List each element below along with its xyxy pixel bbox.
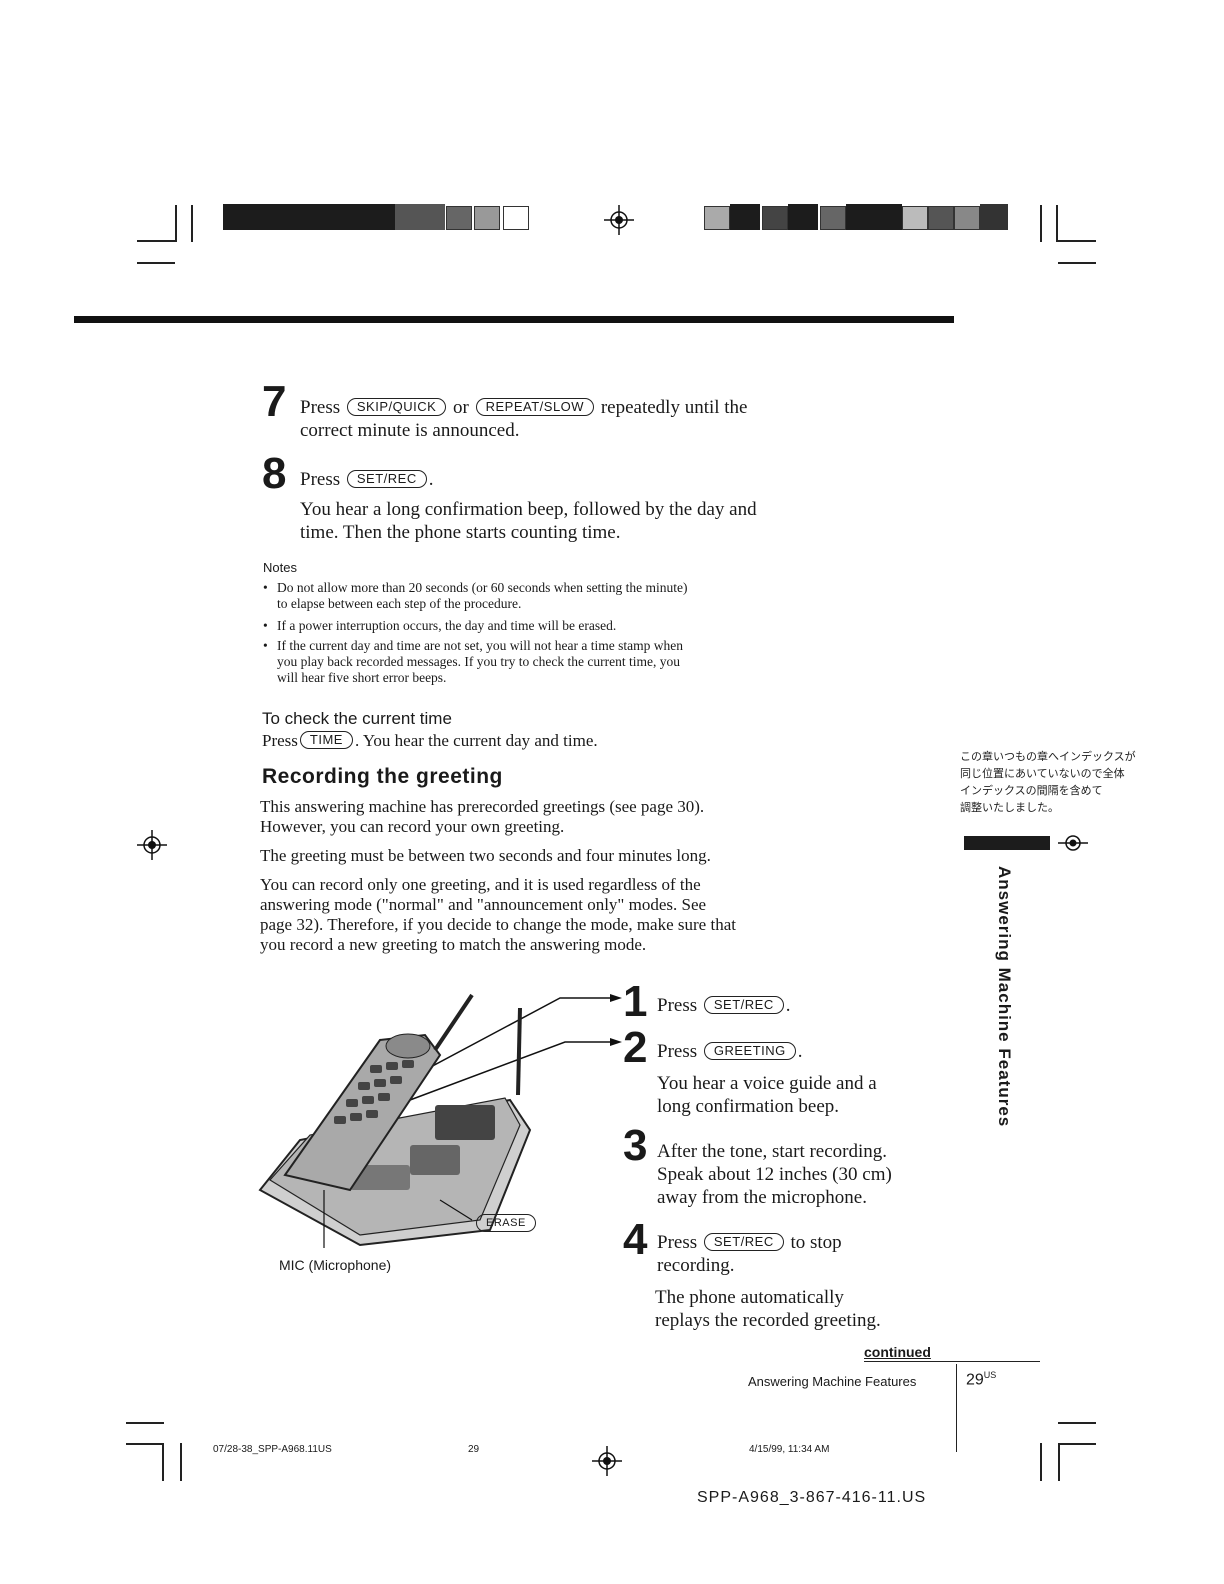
step-7-pre: Press — [300, 397, 341, 418]
step-7-post: repeatedly until the — [600, 397, 748, 418]
handwritten-note-line-1: この章いつもの章へインデックスが — [960, 750, 1136, 763]
note-2: If a power interruption occurs, the day … — [263, 618, 857, 634]
handwritten-note: この章いつもの章へインデックスが 同じ位置にあいていないので全体 インデックスの… — [960, 748, 1160, 816]
step-2-body-line-2: long confirmation beep. — [657, 1096, 840, 1117]
page-number: 29US — [966, 1370, 996, 1389]
set-rec-key-step-1: SET/REC — [703, 996, 784, 1014]
step-1-number: 1 — [623, 977, 648, 1026]
print-page-number: 29 — [468, 1444, 480, 1455]
step-2-post: . — [797, 1041, 803, 1062]
time-key: TIME — [299, 731, 353, 749]
note-3-line-3: will hear five short error beeps. — [277, 670, 447, 685]
check-time-pre: Press — [262, 731, 298, 750]
print-date: 4/15/99, 11:34 AM — [749, 1444, 830, 1455]
handwritten-note-line-4: 調整いたしました。 — [960, 801, 1059, 814]
page-number-value: 29 — [966, 1371, 984, 1389]
step-8-post: . — [428, 469, 434, 490]
registration-mark-bottom-icon — [592, 1446, 622, 1476]
page-number-suffix: US — [983, 1370, 997, 1380]
step-8-text: Press SET/REC. — [300, 468, 433, 491]
step-7-line2: correct minute is announced. — [300, 420, 520, 441]
set-rec-key: SET/REC — [346, 470, 427, 488]
note-3-line-2: you play back recorded messages. If you … — [277, 654, 680, 669]
step-1-text: Press SET/REC. — [657, 994, 790, 1017]
step-2-text: Press GREETING. — [657, 1040, 803, 1063]
greeting-p3-line-4: you record a new greeting to match the a… — [260, 935, 647, 954]
step-4-body-line-1: The phone automatically — [655, 1287, 844, 1308]
step-3-line-3: away from the microphone. — [657, 1187, 867, 1208]
step-8-body-line-2: time. Then the phone starts counting tim… — [300, 522, 621, 543]
step-7-number: 7 — [262, 377, 287, 426]
step-3-number: 3 — [623, 1121, 648, 1170]
header-rule — [74, 316, 954, 323]
step-2-pre: Press — [657, 1041, 698, 1062]
step-1-pre: Press — [657, 995, 698, 1016]
set-rec-key-step-4: SET/REC — [703, 1233, 784, 1251]
skip-quick-key: SKIP/QUICK — [346, 398, 447, 416]
step-2-body-line-1: You hear a voice guide and a — [657, 1073, 877, 1094]
greeting-p1-line-1: This answering machine has prerecorded g… — [260, 797, 705, 816]
step-7-mid: or — [453, 397, 469, 418]
step-8-number: 8 — [262, 449, 287, 498]
step-2-body: You hear a voice guide and a long confir… — [657, 1072, 937, 1118]
side-tab-label: Answering Machine Features — [995, 866, 1014, 1128]
step-8-pre: Press — [300, 469, 341, 490]
greeting-p3-line-1: You can record only one greeting, and it… — [260, 875, 701, 894]
step-4-post: to stop — [790, 1232, 842, 1253]
note-1-line-2: to elapse between each step of the proce… — [277, 596, 522, 611]
step-4-pre: Press — [657, 1232, 698, 1253]
step-2-number: 2 — [623, 1023, 648, 1072]
footer-rule — [864, 1361, 1040, 1362]
note-2-line-1: If a power interruption occurs, the day … — [277, 618, 617, 633]
greeting-p3-line-3: page 32). Therefore, if you decide to ch… — [260, 915, 736, 934]
mic-label: MIC (Microphone) — [279, 1257, 392, 1273]
continued-label: continued — [864, 1344, 931, 1360]
registration-mark-top-icon — [604, 205, 634, 235]
greeting-paragraph-3: You can record only one greeting, and it… — [260, 875, 860, 955]
footer-divider — [956, 1364, 957, 1452]
step-4-number: 4 — [623, 1215, 648, 1264]
greeting-p1-line-2: However, you can record your own greetin… — [260, 817, 565, 836]
document-id: SPP-A968_3-867-416-11.US — [697, 1489, 927, 1506]
footer-section: Answering Machine Features — [748, 1374, 917, 1389]
greeting-key: GREETING — [703, 1042, 796, 1060]
step-4-body-line-2: replays the recorded greeting. — [655, 1310, 881, 1331]
step-3-text: After the tone, start recording. Speak a… — [657, 1140, 947, 1209]
index-tab-marker — [964, 836, 1050, 850]
erase-key: ERASE — [476, 1214, 536, 1232]
step-3-line-1: After the tone, start recording. — [657, 1141, 888, 1162]
step-7-text: Press SKIP/QUICK or REPEAT/SLOW repeated… — [300, 396, 860, 442]
greeting-paragraph-2: The greeting must be between two seconds… — [260, 846, 711, 865]
step-3-line-2: Speak about 12 inches (30 cm) — [657, 1164, 892, 1185]
greeting-p3-line-2: answering mode ("normal" and "announceme… — [260, 895, 707, 914]
check-time-title: To check the current time — [262, 709, 452, 728]
repeat-slow-key: REPEAT/SLOW — [475, 398, 595, 416]
step-4-body: The phone automatically replays the reco… — [655, 1286, 945, 1332]
handwritten-note-line-2: 同じ位置にあいていないので全体 — [960, 767, 1125, 780]
step-1-post: . — [785, 995, 791, 1016]
step-4-line2: recording. — [657, 1255, 735, 1276]
note-1-line-1: Do not allow more than 20 seconds (or 60… — [277, 580, 688, 595]
notes-title: Notes — [263, 560, 297, 575]
check-time-post: . You hear the current day and time. — [354, 731, 598, 750]
note-3-line-1: If the current day and time are not set,… — [277, 638, 683, 653]
registration-mark-right-icon — [1058, 835, 1088, 851]
handwritten-note-line-3: インデックスの間隔を含めて — [960, 784, 1103, 797]
note-3: If the current day and time are not set,… — [263, 638, 857, 686]
side-tab: Answering Machine Features — [990, 866, 1020, 1166]
greeting-paragraph-1: This answering machine has prerecorded g… — [260, 797, 840, 837]
note-1: Do not allow more than 20 seconds (or 60… — [263, 580, 857, 612]
phone-illustration — [258, 993, 622, 1248]
step-8-body: You hear a long confirmation beep, follo… — [300, 498, 860, 544]
step-4-text: Press SET/REC to stop recording. — [657, 1231, 947, 1277]
step-8-body-line-1: You hear a long confirmation beep, follo… — [300, 499, 757, 520]
registration-mark-left-icon — [137, 830, 167, 860]
erase-key-label: ERASE — [474, 1214, 538, 1233]
greeting-heading: Recording the greeting — [262, 765, 503, 788]
print-file-name: 07/28-38_SPP-A968.11US — [213, 1444, 332, 1455]
